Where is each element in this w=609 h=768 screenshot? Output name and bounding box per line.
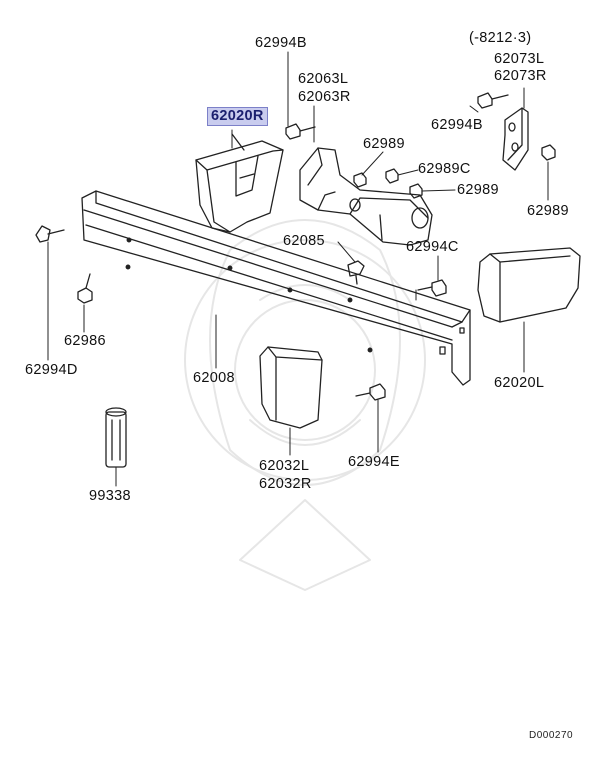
tool-stud[interactable] <box>105 407 127 468</box>
callout-62032L[interactable]: 62032L <box>259 458 310 474</box>
callout-62032R[interactable]: 62032R <box>259 476 312 492</box>
callout-62989-mid[interactable]: 62989 <box>363 136 405 152</box>
lower-trim-cover[interactable] <box>259 346 323 429</box>
nut-62989C[interactable] <box>385 168 399 184</box>
callout-62994B-top[interactable]: 62994B <box>255 35 307 51</box>
callout-99338[interactable]: 99338 <box>89 488 131 504</box>
callout-62989-small[interactable]: 62989 <box>457 182 499 198</box>
callout-62989C[interactable]: 62989C <box>418 161 471 177</box>
bolt-62986[interactable] <box>77 273 93 304</box>
watermark-emblem <box>184 219 426 591</box>
nut-62989-small[interactable] <box>409 183 423 199</box>
bumper-end-cover-right-part[interactable] <box>195 133 284 233</box>
bumper-end-cover-left-part[interactable] <box>477 247 581 323</box>
callout-62085[interactable]: 62085 <box>283 233 325 249</box>
callout-62063R[interactable]: 62063R <box>298 89 351 105</box>
callout-62020R-highlighted[interactable]: 62020R <box>207 107 268 126</box>
callout-62073R[interactable]: 62073R <box>494 68 547 84</box>
bolt-62994E[interactable] <box>355 383 386 401</box>
callout-62986[interactable]: 62986 <box>64 333 106 349</box>
bolt-62994B-top[interactable] <box>285 123 316 140</box>
bolt-62994D[interactable] <box>35 225 65 243</box>
callout-62994C[interactable]: 62994C <box>406 239 459 255</box>
bolt-62994B-right[interactable] <box>477 92 509 109</box>
callout-62008[interactable]: 62008 <box>193 370 235 386</box>
side-stay-bracket[interactable] <box>502 107 529 171</box>
variant-note-label: (-8212·3) <box>469 30 532 46</box>
leader-lines <box>47 51 549 487</box>
callout-62020L[interactable]: 62020L <box>494 375 545 391</box>
clip-62085[interactable] <box>347 260 365 285</box>
callout-62994D[interactable]: 62994D <box>25 362 78 378</box>
bolt-62994C[interactable] <box>417 279 447 297</box>
callout-62994E[interactable]: 62994E <box>348 454 400 470</box>
drawing-id: D000270 <box>529 730 574 741</box>
bumper-reinforcement-beam[interactable] <box>81 190 471 386</box>
callout-62989-right[interactable]: 62989 <box>527 203 569 219</box>
callout-62063L[interactable]: 62063L <box>298 71 349 87</box>
bumper-stay-bracket[interactable] <box>299 147 433 246</box>
callout-62994B-right[interactable]: 62994B <box>431 117 483 133</box>
nut-62989-right[interactable] <box>541 144 556 161</box>
nut-62989-mid[interactable] <box>353 172 367 188</box>
callout-62073L[interactable]: 62073L <box>494 51 545 67</box>
